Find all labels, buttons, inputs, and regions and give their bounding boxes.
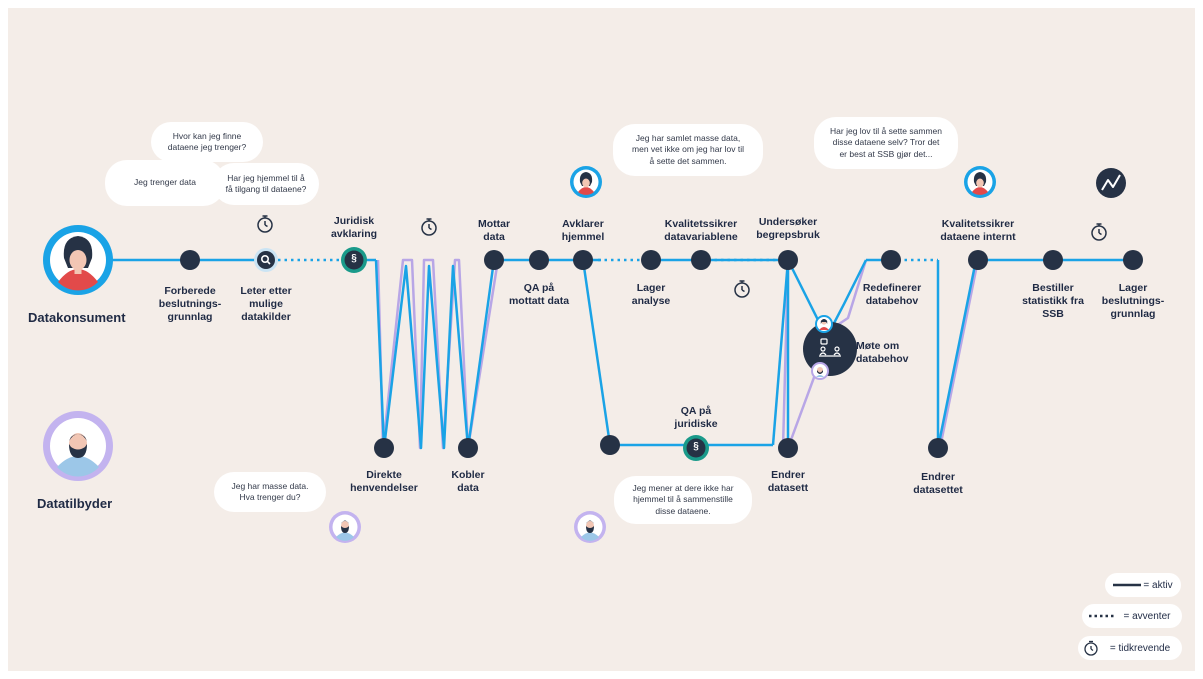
label-kvalitetssikrer-int: Kvalitetssikrer dataene internt	[940, 218, 1016, 244]
bubble-masse-data: Jeg har masse data. Hva trenger du?	[214, 472, 326, 512]
legend-active-text: = aktiv	[1143, 579, 1173, 591]
legend-active: = aktiv	[1105, 573, 1181, 597]
node-kobler	[458, 438, 478, 458]
bubble-trenger: Jeg trenger data	[105, 160, 225, 206]
label-bestiller: Bestiller statistikk fra SSB	[1022, 282, 1084, 321]
legend-waiting: = avventer	[1082, 604, 1182, 628]
paragraph-symbol-qa: §	[693, 441, 699, 452]
label-kvalitetssikrer-var: Kvalitetssikrer datavariablene	[664, 218, 738, 244]
node-kvalitetssikrer-var	[691, 250, 711, 270]
node-endrer-datasettet	[928, 438, 948, 458]
label-kobler: Kobler data	[451, 469, 485, 495]
legend-waiting-text: = avventer	[1123, 610, 1171, 622]
bubble-samlet: Jeg har samlet masse data, men vet ikke …	[613, 124, 763, 176]
node-direkte	[374, 438, 394, 458]
node-redefinerer	[881, 250, 901, 270]
label-mottar: Mottar data	[477, 218, 511, 244]
node-forberede	[180, 250, 200, 270]
bubble-hjemmel-tilgang: Har jeg hjemmel til å få tilgang til dat…	[213, 163, 319, 205]
provider-avatar-large	[43, 411, 113, 481]
node-qa-start	[600, 435, 620, 455]
consumer-avatar-small-1	[570, 166, 602, 198]
step-nodes	[180, 250, 1143, 458]
node-bestiller	[1043, 250, 1063, 270]
node-lager-beslutning	[1123, 250, 1143, 270]
meeting-avatar-provider	[811, 362, 829, 380]
legend-time-text: = tidkrevende	[1109, 642, 1171, 654]
label-mote: Møte om databehov	[856, 340, 909, 366]
node-mottar	[484, 250, 504, 270]
node-avklarer	[573, 250, 593, 270]
label-endrer-datasettet: Endrer datasettet	[913, 471, 963, 497]
label-lager-analyse: Lager analyse	[631, 282, 671, 308]
consumer-avatar-large	[43, 225, 113, 295]
journey-map-canvas: § § Datakonsument Datatilbyder Juridisk …	[8, 8, 1195, 671]
search-icon	[261, 255, 271, 265]
label-leter: Leter etter mulige datakilder	[240, 285, 292, 324]
provider-avatar-small-2	[574, 511, 606, 543]
node-kvalitetssikrer-int	[968, 250, 988, 270]
meeting-avatar-consumer	[815, 315, 833, 333]
trend-icon	[1096, 168, 1126, 198]
label-forberede: Forberede beslutnings- grunnlag	[158, 285, 222, 324]
meeting-icon	[819, 338, 841, 357]
stopwatch-icon	[257, 215, 273, 233]
node-endrer-datasett	[778, 438, 798, 458]
node-undersoker	[778, 250, 798, 270]
label-lager-beslutning: Lager beslutnings- grunnlag	[1101, 282, 1165, 321]
bubble-mener: Jeg mener at dere ikke har hjemmel til å…	[614, 476, 752, 524]
stopwatch-icon	[1091, 223, 1107, 241]
bubble-lov-sette: Har jeg lov til å sette sammen disse dat…	[814, 117, 958, 169]
stopwatch-icon	[734, 280, 750, 298]
label-juridisk: Juridisk avklaring	[330, 215, 378, 241]
label-endrer-datasett: Endrer datasett	[767, 469, 809, 495]
consumer-avatar-small-2	[964, 166, 996, 198]
provider-avatar-small-1	[329, 511, 361, 543]
role-consumer: Datakonsument	[28, 310, 126, 325]
paragraph-node-juridisk	[341, 247, 367, 273]
label-avklarer: Avklarer hjemmel	[561, 218, 605, 244]
node-qa-mottatt	[529, 250, 549, 270]
legend-time: = tidkrevende	[1078, 636, 1182, 660]
label-qa-juridiske: QA på juridiske	[674, 405, 718, 431]
paragraph-node-qa	[683, 435, 709, 461]
paragraph-symbol-juridisk: §	[351, 253, 357, 264]
stopwatch-icon	[421, 218, 437, 236]
label-direkte: Direkte henvendelser	[350, 469, 418, 495]
label-redefinerer: Redefinerer databehov	[862, 282, 922, 308]
search-node	[254, 248, 278, 272]
bubble-hvor-kan: Hvor kan jeg finne dataene jeg trenger?	[151, 122, 263, 162]
journey-diagram	[43, 166, 1144, 656]
label-qa-mottatt: QA på mottatt data	[508, 282, 570, 308]
role-provider: Datatilbyder	[37, 496, 113, 511]
node-lager-analyse	[641, 250, 661, 270]
meeting-node	[803, 322, 857, 376]
label-undersoker: Undersøker begrepsbruk	[756, 216, 820, 242]
